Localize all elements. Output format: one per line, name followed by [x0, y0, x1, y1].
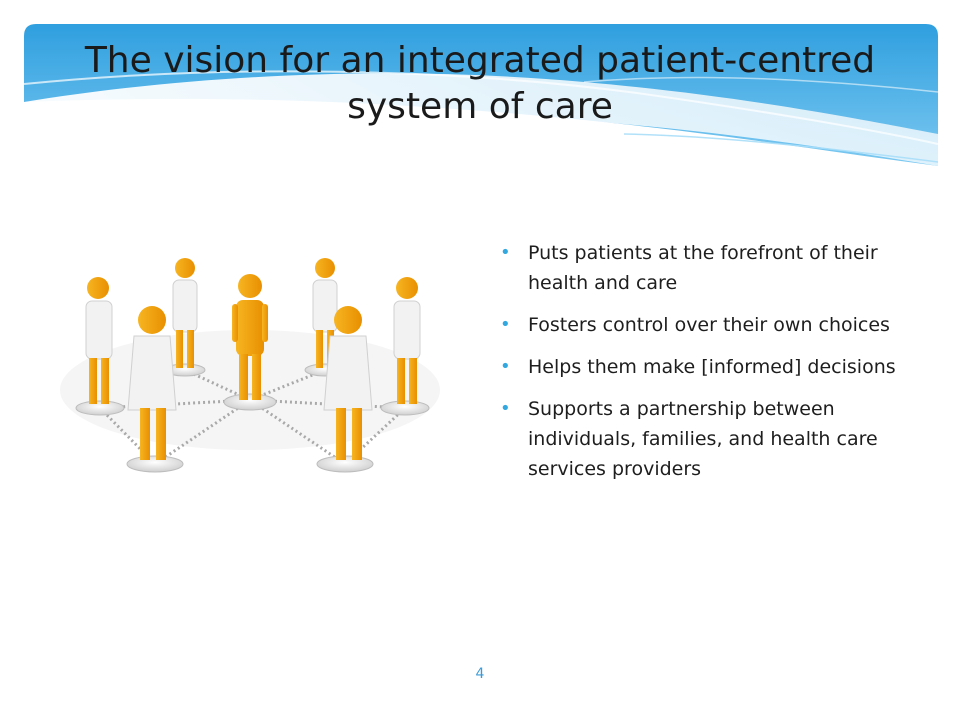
bullet-icon: • — [500, 356, 511, 377]
bullet-list: • Puts patients at the forefront of thei… — [500, 238, 920, 496]
header-wave-banner — [24, 24, 938, 166]
bullet-icon: • — [500, 242, 511, 263]
bullet-item: • Fosters control over their own choices — [500, 310, 920, 340]
bullet-icon: • — [500, 314, 511, 335]
bullet-item: • Supports a partnership between individ… — [500, 394, 920, 484]
slide-title: The vision for an integrated patient-cen… — [84, 40, 876, 127]
person-figure-far-left — [75, 277, 125, 416]
people-network-illustration — [60, 258, 440, 473]
bullet-icon: • — [500, 398, 511, 419]
person-figure-back-left — [164, 258, 206, 377]
bullet-text: Fosters control over their own choices — [528, 314, 890, 336]
bullet-text: Helps them make [informed] decisions — [528, 356, 896, 378]
person-figure-front-right — [316, 306, 374, 473]
bullet-item: • Helps them make [informed] decisions — [500, 352, 920, 382]
page-number: 4 — [475, 666, 485, 682]
bullet-text: Supports a partnership between individua… — [528, 398, 878, 480]
person-figure-far-right — [380, 277, 430, 416]
bullet-text: Puts patients at the forefront of their … — [528, 242, 878, 294]
person-figure-front-left — [126, 306, 184, 473]
person-figure-center — [223, 274, 277, 411]
bullet-item: • Puts patients at the forefront of thei… — [500, 238, 920, 298]
